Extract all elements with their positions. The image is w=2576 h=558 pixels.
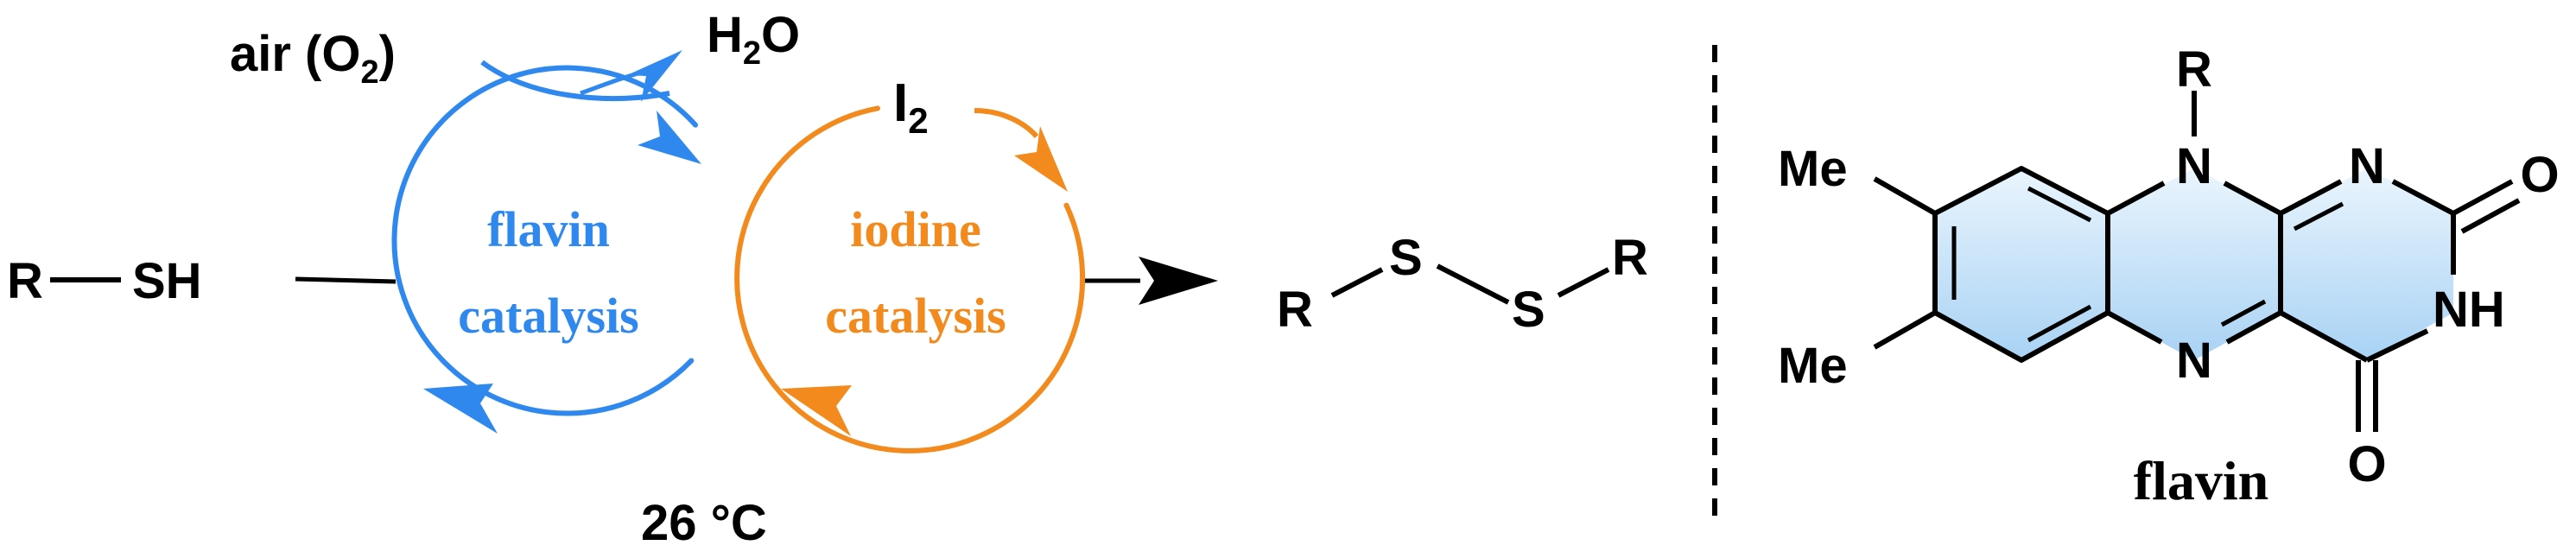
- product-s-left-label: S: [1389, 230, 1423, 286]
- water-release-arc: [580, 68, 649, 96]
- flavin-caption: flavin: [2134, 450, 2268, 511]
- product-s-s-bond: [1436, 263, 1510, 305]
- flavin-structure: R N N N O NH O Me Me flavin: [1778, 41, 2560, 511]
- substrate-sh-label: SH: [132, 253, 202, 309]
- bond-n5-c5a: [2106, 310, 2163, 345]
- bond-c4-c4a: [2279, 310, 2369, 363]
- bond-c2-o2-double: [2460, 198, 2521, 234]
- flavin-cycle-lower-arrowhead-icon: [423, 384, 498, 434]
- bond-c8-me-top: [1873, 176, 1937, 216]
- flavin-ring-shading: [1935, 168, 2453, 360]
- bond-c2-o2: [2452, 179, 2514, 216]
- flavin-cycle-label-line1: flavin: [487, 201, 610, 257]
- flavin-r-label: R: [2176, 41, 2212, 98]
- temperature-label: 26 °C: [641, 495, 767, 551]
- flavin-cycle-upper-arrowhead-icon: [638, 111, 701, 164]
- flavin-cycle-ring: [391, 65, 698, 416]
- substrate-thiol: R SH: [7, 253, 202, 309]
- iodine-subscript: 2: [908, 100, 928, 141]
- iodine-cycle-ring: [734, 105, 1086, 453]
- product-disulfide: R S S R: [1277, 230, 1648, 338]
- byproduct-water-label: H2O: [707, 7, 800, 72]
- bond-c4a-n5-double: [2220, 299, 2267, 327]
- flavin-methyl-top-label: Me: [1778, 141, 1848, 197]
- benzo-inner-bond-bottom: [2027, 304, 2092, 343]
- arrow-tail-segment: [295, 276, 397, 284]
- flavin-n10-label: N: [2176, 138, 2212, 194]
- bond-n10-c10a: [2223, 181, 2282, 216]
- flavin-n1-label: N: [2349, 138, 2385, 194]
- flavin-nh3-label: NH: [2433, 282, 2505, 338]
- oxidant-subscript: 2: [361, 54, 379, 91]
- water-o-text: O: [761, 7, 800, 63]
- flavin-cycle: flavin catalysis: [391, 50, 701, 434]
- flavin-o2-label: O: [2520, 147, 2559, 203]
- arrow-head-icon: [1139, 257, 1218, 305]
- substrate-r-label: R: [7, 253, 43, 309]
- bond-c9a-n10: [2106, 181, 2166, 216]
- bond-c10a-n1-double: [2293, 201, 2344, 231]
- bond-c4a-n5: [2225, 310, 2282, 345]
- iodine-cycle-upper-arrowhead-icon: [1014, 126, 1068, 192]
- water-h-text: H: [707, 7, 743, 63]
- iodine-cycle: iodine catalysis: [734, 105, 1086, 453]
- bond-c7-me-bottom: [1873, 310, 1937, 350]
- oxidant-air-text: air (O: [230, 26, 361, 82]
- flavin-cycle-label-line2: catalysis: [458, 288, 638, 344]
- bond-n3-c4: [2365, 328, 2429, 363]
- iodine-reagent-label: I2: [893, 73, 929, 141]
- water-release-arrow-icon: [627, 50, 682, 102]
- iodine-i-text: I: [893, 73, 908, 133]
- water-subscript: 2: [743, 35, 761, 72]
- iodine-cycle-label-line2: catalysis: [825, 288, 1006, 344]
- benzo-inner-bond-top: [2027, 186, 2092, 223]
- reaction-arrow: [295, 257, 1218, 305]
- bond-c10a-n1: [2279, 179, 2343, 216]
- iodine-cycle-lower-arrowhead-icon: [781, 385, 852, 436]
- product-s-right-label: S: [1512, 282, 1545, 338]
- flavin-methyl-bottom-label: Me: [1778, 338, 1848, 394]
- product-r-right-label: R: [1612, 230, 1648, 286]
- oxidant-close-paren: ): [379, 26, 396, 82]
- product-s-r-bond-right: [1557, 267, 1610, 298]
- flavin-o4-label: O: [2347, 436, 2386, 492]
- oxidant-air-label: air (O2): [230, 26, 396, 91]
- bond-n1-c2: [2391, 179, 2455, 216]
- product-r-s-bond-left: [1330, 267, 1384, 298]
- iodine-cycle-label-line1: iodine: [850, 201, 981, 257]
- product-r-left-label: R: [1277, 282, 1313, 338]
- iodine-feed-arc: [974, 108, 1039, 139]
- flavin-n5-label: N: [2176, 333, 2212, 389]
